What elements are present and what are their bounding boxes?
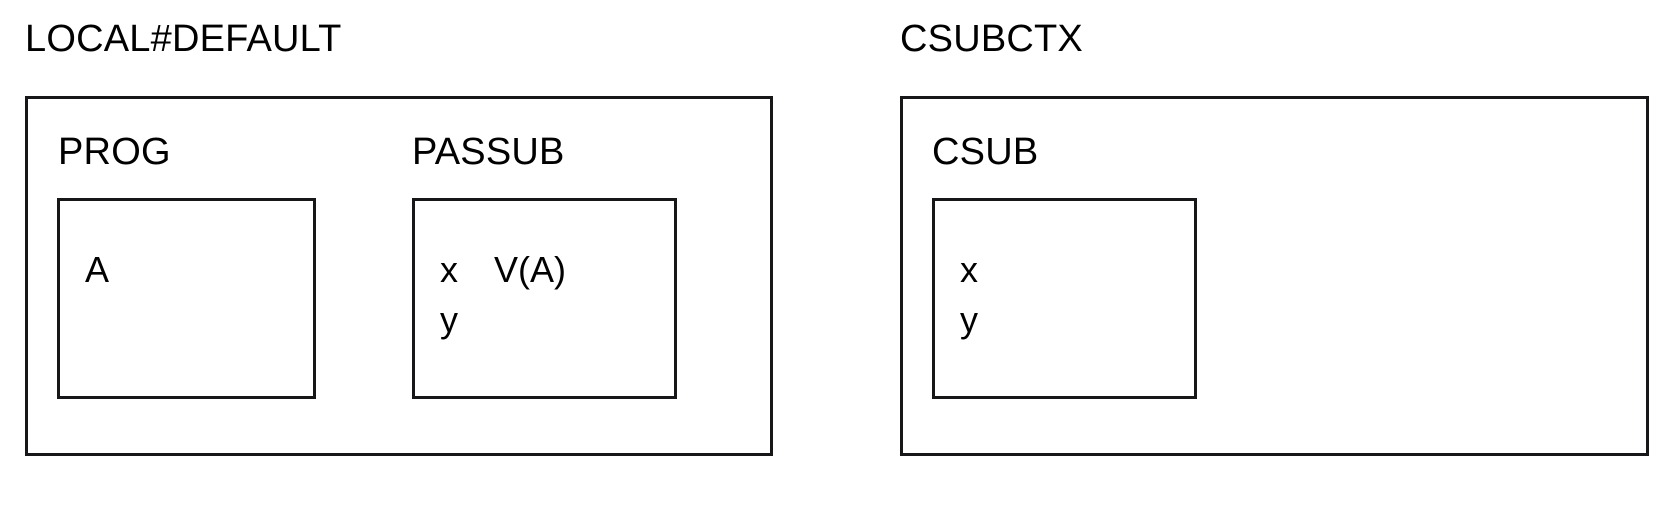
symbol-list-passub: x V(A) y bbox=[440, 252, 566, 352]
unit-title-csub: CSUB bbox=[932, 131, 1039, 173]
unit-box-passub bbox=[412, 198, 677, 399]
symbol-row: y bbox=[440, 302, 566, 352]
symbol-list-prog: A bbox=[85, 252, 109, 302]
symbol-name: y bbox=[960, 299, 978, 340]
symbol-value: V(A) bbox=[494, 249, 566, 290]
symbol-name: A bbox=[85, 249, 110, 290]
context-title-csubctx: CSUBCTX bbox=[900, 18, 1083, 60]
symbol-list-csub: x y bbox=[960, 252, 978, 352]
context-title-local-default: LOCAL#DEFAULT bbox=[25, 18, 342, 60]
symbol-name: x bbox=[960, 249, 978, 290]
symbol-row: y bbox=[960, 302, 978, 352]
symbol-name: x bbox=[440, 249, 458, 290]
symbol-row: A bbox=[85, 252, 109, 302]
symbol-name: y bbox=[440, 299, 458, 340]
unit-box-prog bbox=[57, 198, 316, 399]
unit-title-prog: PROG bbox=[58, 131, 171, 173]
symbol-row: x bbox=[960, 252, 978, 302]
symbol-row: x V(A) bbox=[440, 252, 566, 302]
unit-box-csub bbox=[932, 198, 1197, 399]
unit-title-passub: PASSUB bbox=[412, 131, 565, 173]
